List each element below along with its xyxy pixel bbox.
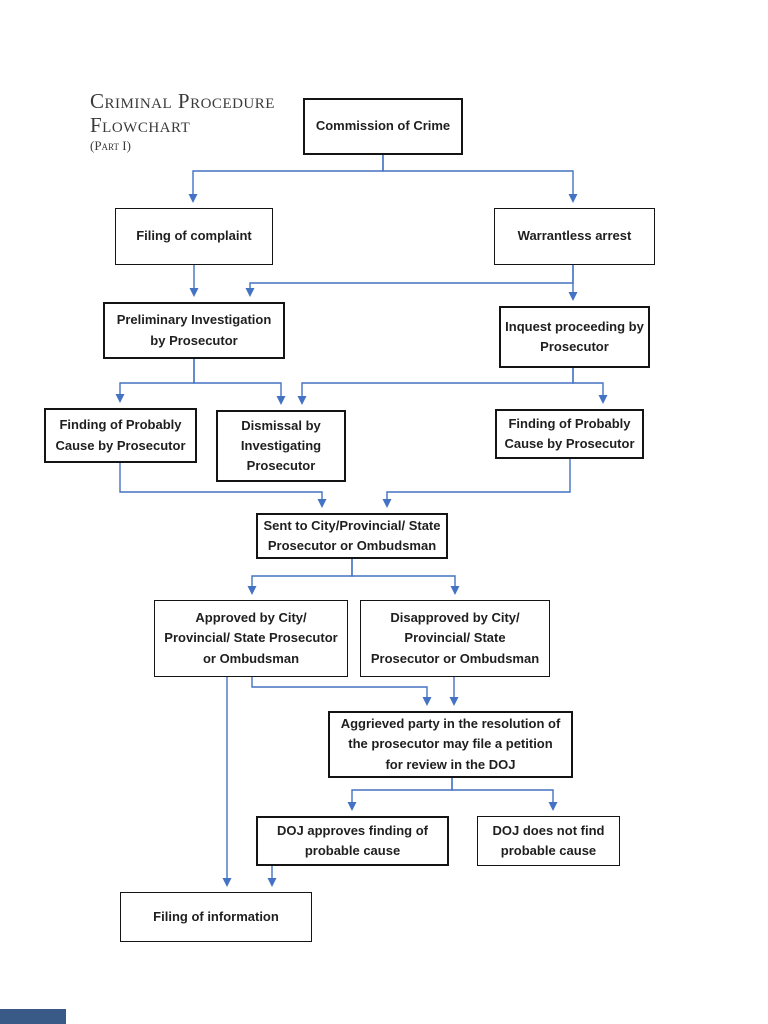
edge-finding-left-to-sent [119,463,327,508]
edge-commission-to-filing-complaint [188,155,384,203]
page-title: Criminal Procedure Flowchart (Part I) [90,89,275,154]
edge-finding-right-to-sent [382,459,571,508]
node-aggrieved: Aggrieved party in the resolution of the… [328,711,573,778]
node-filing-complaint: Filing of complaint [115,208,273,265]
edge-sent-to-approved [247,559,353,595]
node-doj-notfind: DOJ does not find probable cause [477,816,620,866]
title-part-label: (Part I) [90,138,131,154]
node-sent: Sent to City/Provincial/ State Prosecuto… [256,513,448,559]
node-doj-approves: DOJ approves finding of probable cause [256,816,449,866]
title-line-1: Criminal Procedure [90,89,275,113]
edge-prelim-to-dismissal [193,359,286,405]
node-dismissal: Dismissal by Investigating Prosecutor [216,410,346,482]
node-warrantless: Warrantless arrest [494,208,655,265]
node-prelim: Preliminary Investigation by Prosecutor [103,302,285,359]
edge-prelim-to-finding-left [115,359,195,403]
edge-commission-to-warrantless [382,155,578,203]
edge-warrantless-to-prelim [245,265,574,297]
node-commission: Commission of Crime [303,98,463,155]
node-approved: Approved by City/ Provincial/ State Pros… [154,600,348,677]
node-finding-right: Finding of Probably Cause by Prosecutor [495,409,644,459]
node-inquest: Inquest proceeding by Prosecutor [499,306,650,368]
page-footer-bar [0,1009,66,1024]
edge-approved-to-aggrieved [251,677,432,706]
node-finding-left: Finding of Probably Cause by Prosecutor [44,408,197,463]
title-line-2: Flowchart [90,112,191,137]
node-disapproved: Disapproved by City/ Provincial/ State P… [360,600,550,677]
edge-aggrieved-to-doj-notfind [451,778,558,811]
edge-aggrieved-to-doj-approves [347,778,453,811]
node-filing-info: Filing of information [120,892,312,942]
edge-inquest-to-dismissal [297,368,574,405]
edge-sent-to-disapproved [351,559,460,595]
edge-inquest-to-finding-right [572,368,608,404]
